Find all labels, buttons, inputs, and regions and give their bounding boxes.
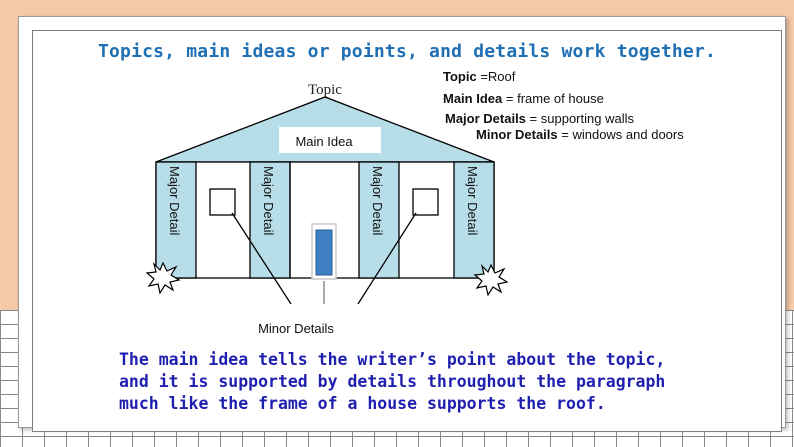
legend-major-details-value: supporting walls xyxy=(540,111,634,126)
legend-main-idea-key: Main Idea xyxy=(443,91,503,106)
slide: Topics, main ideas or points, and detail… xyxy=(32,30,782,432)
major-detail-label-4: Major Detail xyxy=(465,166,480,235)
pointer-line-left xyxy=(231,212,292,305)
legend-topic-key: Topic xyxy=(443,69,477,84)
legend-main-idea-value: frame of house xyxy=(517,91,604,106)
main-idea-label: Main Idea xyxy=(295,134,353,149)
legend-topic-sep: = xyxy=(476,69,488,84)
legend-topic: Topic =Roof xyxy=(443,69,515,84)
house-diagram: Topic Main Idea Major Detail Major Detai… xyxy=(145,82,509,336)
minor-details-label: Minor Details xyxy=(258,321,334,336)
legend-major-details: Major Details = supporting walls xyxy=(445,111,634,126)
summary-line-1: The main idea tells the writer’s point a… xyxy=(119,350,666,369)
summary-paragraph: The main idea tells the writer’s point a… xyxy=(119,349,769,415)
window-right xyxy=(412,188,439,216)
door xyxy=(315,229,333,276)
major-detail-label-3: Major Detail xyxy=(370,166,385,235)
roof-topic-label: Topic xyxy=(308,82,342,98)
major-detail-column-2 xyxy=(249,161,291,279)
major-detail-label-2: Major Detail xyxy=(261,166,276,235)
major-detail-label-1: Major Detail xyxy=(167,166,182,235)
legend-major-details-sep: = xyxy=(525,111,541,126)
legend-minor-details-sep: = xyxy=(557,127,573,142)
legend-main-idea-sep: = xyxy=(502,91,518,106)
legend-minor-details: Minor Details = windows and doors xyxy=(476,127,684,142)
major-detail-column-3 xyxy=(358,161,400,279)
summary-line-2: and it is supported by details throughou… xyxy=(119,372,666,391)
legend-major-details-key: Major Details xyxy=(445,111,526,126)
window-left xyxy=(209,188,236,216)
legend-minor-details-key: Minor Details xyxy=(476,127,558,142)
legend-main-idea: Main Idea = frame of house xyxy=(443,91,604,106)
slide-title: Topics, main ideas or points, and detail… xyxy=(97,41,717,62)
pointer-line-right xyxy=(357,212,417,305)
main-idea-box xyxy=(279,127,381,153)
starburst-left xyxy=(145,261,181,295)
major-detail-column-4 xyxy=(453,161,495,279)
major-detail-column-1 xyxy=(155,161,197,279)
summary-line-3: much like the frame of a house supports … xyxy=(119,394,606,413)
starburst-right xyxy=(473,263,509,297)
legend-topic-value: Roof xyxy=(487,69,516,84)
legend-minor-details-value: windows and doors xyxy=(572,127,684,142)
